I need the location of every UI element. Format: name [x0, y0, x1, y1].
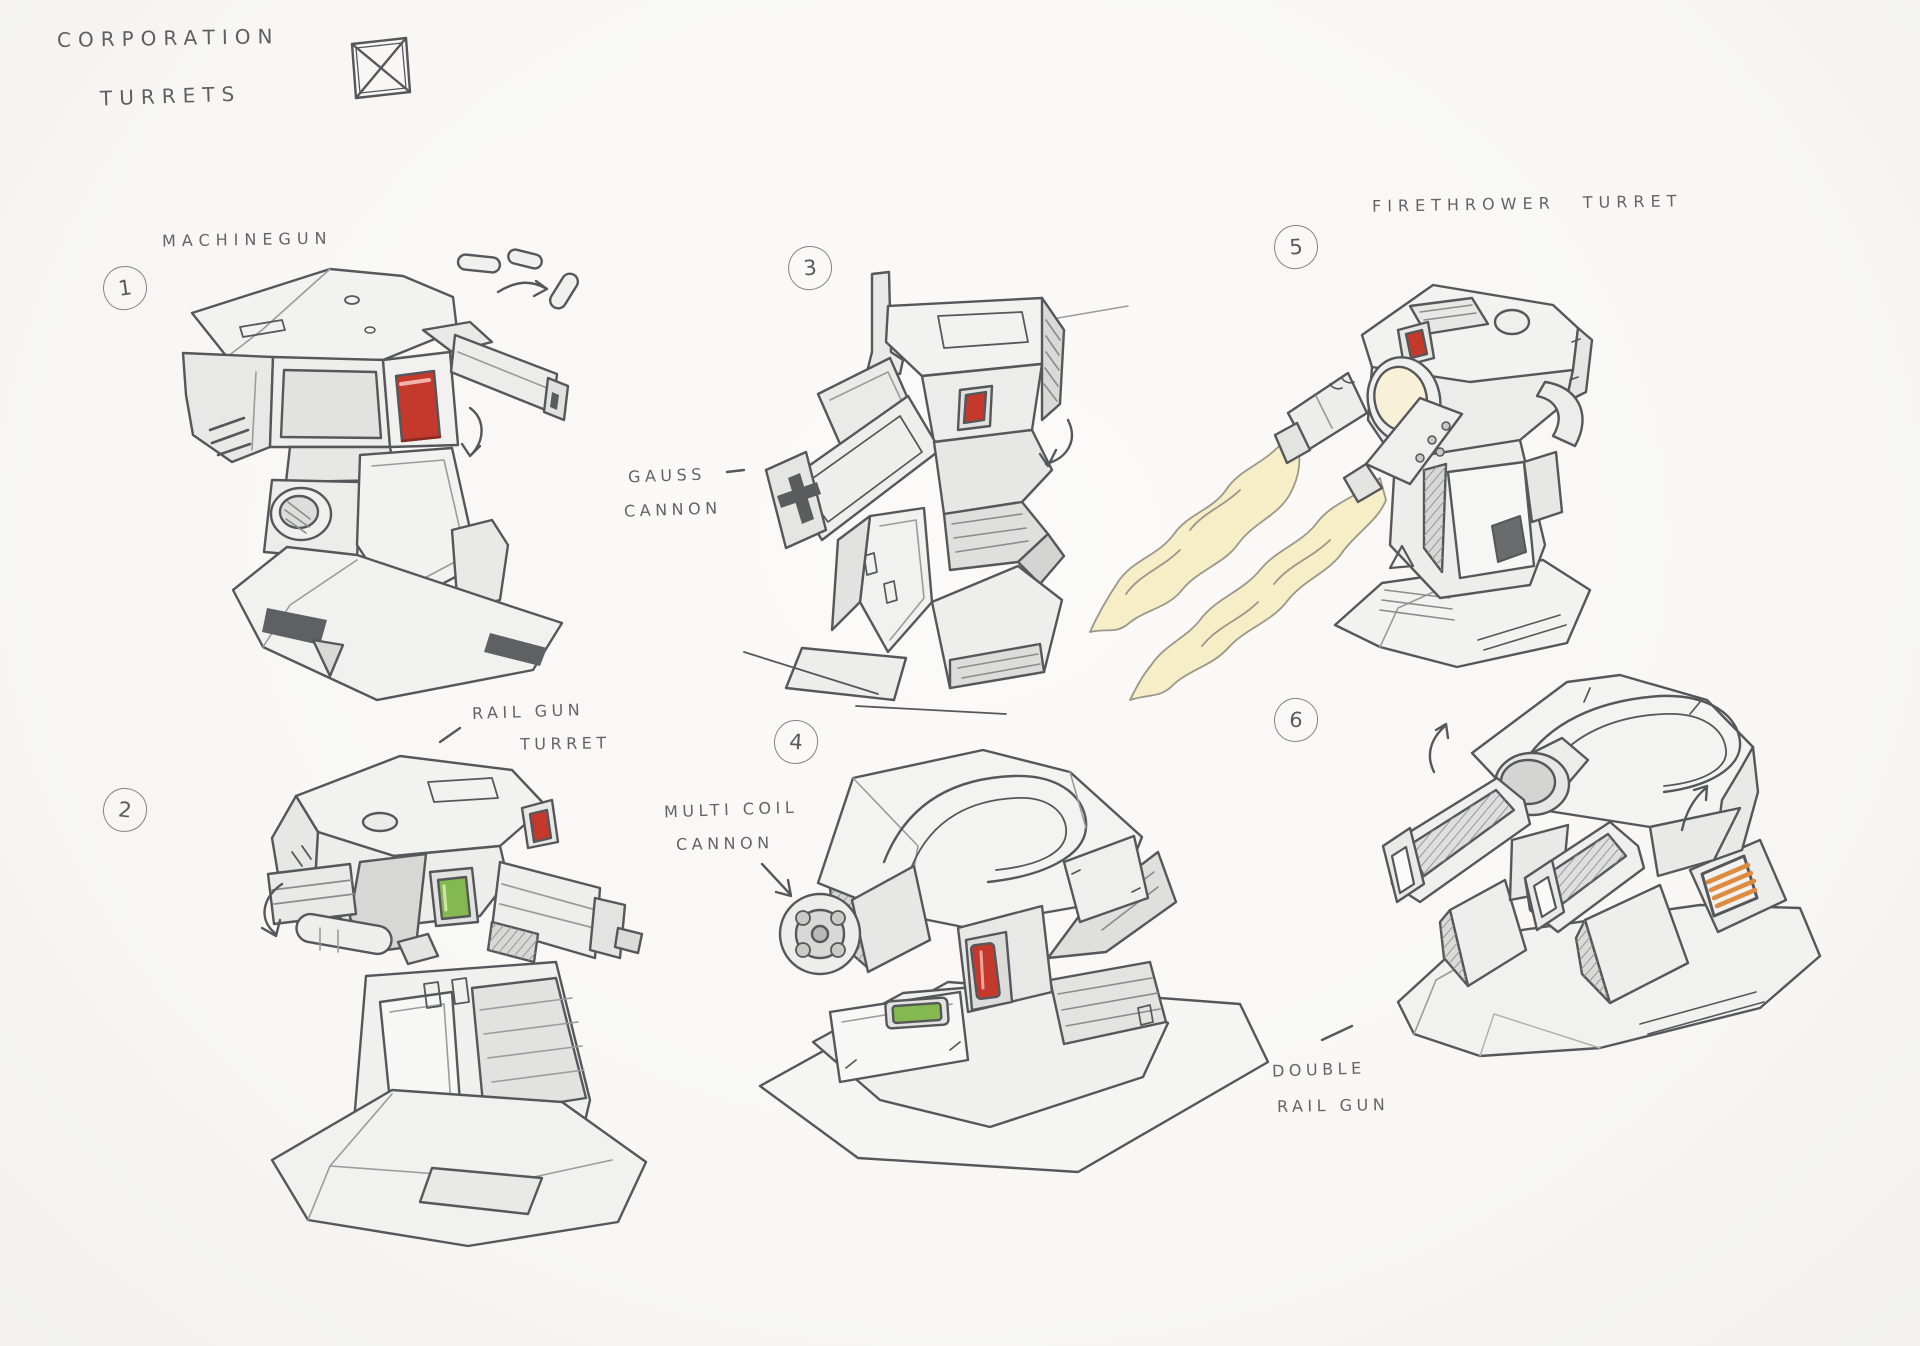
red-indicator [962, 390, 988, 425]
red-indicator [528, 808, 553, 844]
turret-6-label-line2: RAIL GUN [1276, 1095, 1390, 1116]
turret-2-label-line2: TURRET [519, 733, 611, 754]
page-title-line2: TURRETS [99, 81, 242, 111]
turret-3-label-line1: GAUSS [627, 464, 707, 487]
rotation-arrow-icon [460, 406, 483, 458]
flame-stream-icon [1089, 439, 1387, 701]
turret-4-label-line2: CANNON [675, 833, 774, 854]
red-indicator [969, 942, 1001, 1001]
rotation-arrow-icon [260, 882, 284, 938]
page-title-line1: CORPORATION [56, 24, 280, 52]
rotation-arrow-up-icon [1428, 722, 1450, 774]
green-indicator [436, 875, 472, 921]
turret-3-gauss-drawing [725, 270, 1129, 715]
bullet-casings-icon [456, 248, 580, 310]
turret-3-label-line2: CANNON [623, 498, 722, 521]
turret-1-machinegun-drawing [181, 248, 580, 702]
turret-4-multicoil-drawing [758, 748, 1270, 1174]
turret-6-double-railgun-drawing [1320, 673, 1822, 1058]
turret-2-label-line1: RAIL GUN [471, 700, 585, 723]
turret-5-firethrower-drawing [1089, 283, 1594, 701]
turret-1-label: MACHINEGUN [161, 228, 333, 251]
orange-vent [1700, 854, 1759, 918]
red-indicator [1404, 328, 1429, 360]
crossed-box-icon [350, 36, 412, 100]
rotation-arrow-icon [1038, 418, 1073, 468]
turret-6-label-line1: DOUBLE [1271, 1058, 1366, 1081]
label-arrow-icon [760, 862, 793, 898]
rotation-arrow-icon [1680, 784, 1709, 832]
turret-2-railgun-drawing [260, 726, 648, 1248]
green-indicator [891, 1001, 943, 1025]
